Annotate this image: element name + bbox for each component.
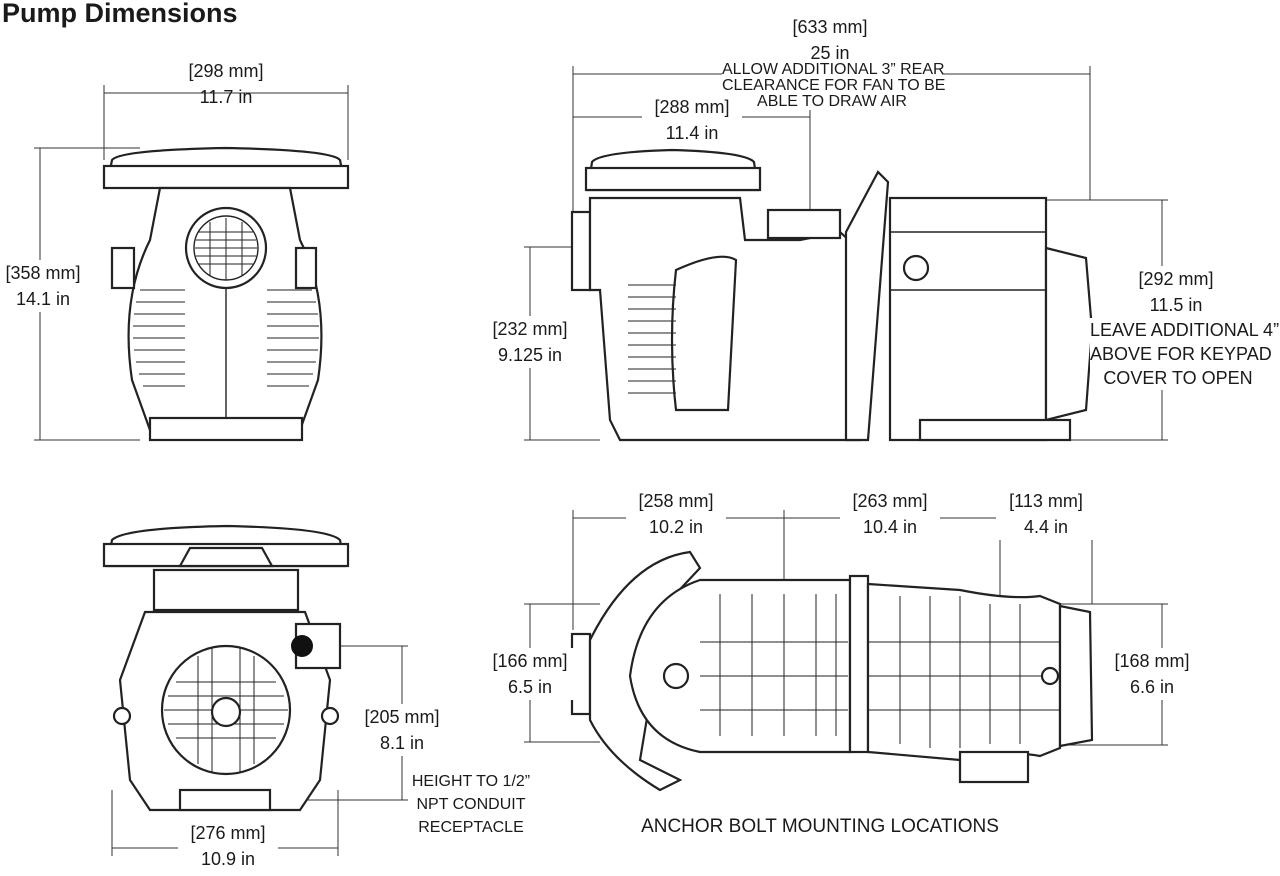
front-height-in: 14.1 in	[15, 289, 71, 309]
bottom-d2-mm: [263 mm]	[852, 491, 928, 511]
keypad-note-line-2: ABOVE FOR KEYPAD	[1090, 344, 1272, 364]
side-motor-label: [292 mm] 11.5 in	[1126, 266, 1226, 318]
page-title: Pump Dimensions	[2, 0, 238, 28]
side-inlet-label: [232 mm] 9.125 in	[484, 316, 576, 368]
conduit-note-line-2: NPT CONDUIT	[416, 796, 526, 813]
side-length-label: [633 mm] 25 in	[780, 14, 880, 66]
front-view-pump	[102, 146, 350, 442]
bottom-d2-in: 10.4 in	[862, 517, 918, 537]
bottom-right-in: 6.6 in	[1129, 677, 1175, 697]
bottom-d1-in: 10.2 in	[648, 517, 704, 537]
bottom-d3-in: 4.4 in	[1023, 517, 1069, 537]
side-inlet-mm: [232 mm]	[492, 319, 568, 339]
side-motor-in: 11.5 in	[1149, 295, 1203, 315]
conduit-note: HEIGHT TO 1/2” NPT CONDUIT RECEPTACLE	[404, 770, 538, 839]
rear-conduit-in: 8.1 in	[379, 733, 425, 753]
rear-conduit-mm: [205 mm]	[364, 707, 440, 727]
rear-note-line-2: CLEARANCE FOR FAN TO BE	[722, 77, 946, 94]
rear-view-pump	[102, 524, 350, 812]
anchor-bolt-caption: ANCHOR BOLT MOUNTING LOCATIONS	[641, 816, 999, 837]
side-view-pump	[570, 148, 1094, 442]
side-length-mm: [633 mm]	[792, 17, 868, 37]
front-height-label: [358 mm] 14.1 in	[0, 260, 86, 312]
rear-conduit-label: [205 mm] 8.1 in	[352, 704, 452, 756]
bottom-view-pump	[570, 550, 1094, 792]
bottom-left-label: [166 mm] 6.5 in	[482, 648, 578, 700]
rear-clearance-note: ALLOW ADDITIONAL 3” REAR CLEARANCE FOR F…	[722, 61, 946, 110]
rear-note-line-1: ALLOW ADDITIONAL 3” REAR	[722, 61, 945, 78]
side-lid-in: 11.4 in	[665, 123, 719, 143]
front-width-in: 11.7 in	[199, 87, 253, 107]
side-lid-label: [288 mm] 11.4 in	[642, 94, 742, 146]
side-lid-mm: [288 mm]	[654, 97, 730, 117]
conduit-note-line-3: RECEPTACLE	[418, 819, 524, 836]
keypad-note-line-1: LEAVE ADDITIONAL 4”	[1090, 320, 1280, 340]
bottom-d1-label: [258 mm] 10.2 in	[626, 488, 726, 540]
keypad-note-line-3: COVER TO OPEN	[1103, 368, 1253, 388]
bottom-left-in: 6.5 in	[507, 677, 553, 697]
rear-width-mm: [276 mm]	[190, 823, 266, 843]
bottom-right-mm: [168 mm]	[1114, 651, 1190, 671]
side-length-in: 25 in	[810, 43, 850, 63]
front-width-mm: [298 mm]	[188, 61, 264, 81]
rear-width-label: [276 mm] 10.9 in	[178, 820, 278, 872]
front-height-mm: [358 mm]	[5, 263, 81, 283]
conduit-note-line-1: HEIGHT TO 1/2”	[411, 773, 531, 790]
bottom-d3-mm: [113 mm]	[1009, 491, 1083, 511]
bottom-d2-label: [263 mm] 10.4 in	[840, 488, 940, 540]
bottom-right-label: [168 mm] 6.6 in	[1102, 648, 1202, 700]
bottom-left-mm: [166 mm]	[492, 651, 568, 671]
keypad-note: LEAVE ADDITIONAL 4” ABOVE FOR KEYPAD COV…	[1090, 318, 1280, 390]
bottom-d3-label: [113 mm] 4.4 in	[996, 488, 1096, 540]
rear-width-in: 10.9 in	[200, 849, 256, 869]
bottom-d1-mm: [258 mm]	[638, 491, 714, 511]
side-motor-mm: [292 mm]	[1138, 269, 1214, 289]
front-width-label: [298 mm] 11.7 in	[176, 58, 276, 110]
rear-note-line-3: ABLE TO DRAW AIR	[757, 93, 907, 110]
side-inlet-in: 9.125 in	[497, 345, 563, 365]
